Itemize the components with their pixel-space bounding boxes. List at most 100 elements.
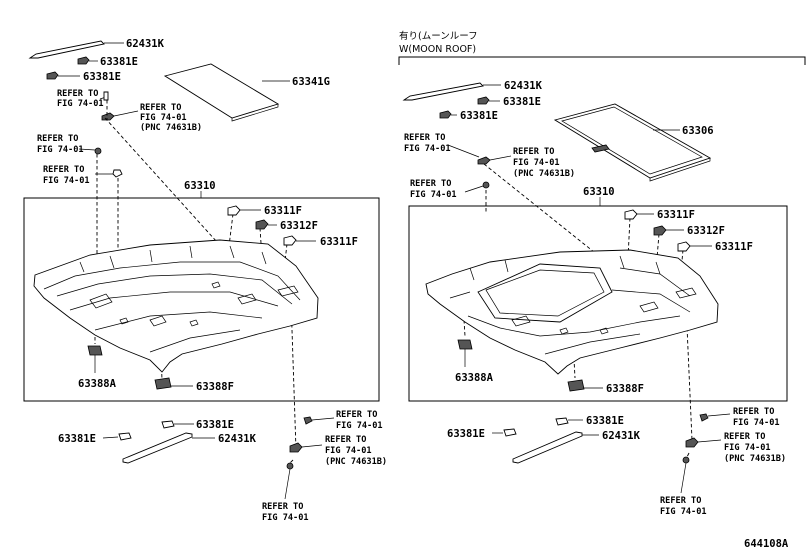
part-label-63306[interactable]: 63306 bbox=[682, 125, 714, 137]
refer-label[interactable]: REFER TO bbox=[262, 502, 303, 512]
part-label-63311f[interactable]: 63311F bbox=[320, 236, 358, 248]
refer-label[interactable]: REFER TO bbox=[43, 165, 84, 175]
roof-molding-bottom-left bbox=[122, 432, 193, 464]
roof-panel bbox=[163, 63, 280, 119]
part-label-63311f[interactable]: 63311F bbox=[264, 205, 302, 217]
part-label-63311f[interactable]: 63311F bbox=[715, 241, 753, 253]
roof-molding-top-left bbox=[28, 40, 105, 59]
clip-icon bbox=[653, 225, 667, 236]
roof-molding-bottom-right bbox=[512, 431, 583, 464]
holder-icon bbox=[457, 339, 473, 350]
screw-icon bbox=[482, 181, 490, 189]
clip-icon bbox=[255, 219, 269, 230]
part-label-63312f[interactable]: 63312F bbox=[687, 225, 725, 237]
part-label-63388a[interactable]: 63388A bbox=[78, 378, 117, 390]
screw-icon bbox=[94, 147, 102, 155]
refer-label[interactable]: REFER TO bbox=[513, 147, 554, 157]
part-label-63381e[interactable]: 63381E bbox=[58, 433, 96, 445]
part-label-63388a[interactable]: 63388A bbox=[455, 372, 494, 384]
bracket-icon bbox=[289, 442, 303, 453]
part-label-63381e[interactable]: 63381E bbox=[586, 415, 624, 427]
refer-label[interactable]: FIG 74-01 bbox=[37, 145, 84, 155]
moon-roof-glass bbox=[553, 103, 712, 182]
refer-label[interactable]: FIG 74-01 bbox=[660, 507, 707, 517]
part-label-62431k[interactable]: 62431K bbox=[218, 433, 257, 445]
refer-label[interactable]: (PNC 74631B) bbox=[140, 123, 202, 133]
part-label-63381e[interactable]: 63381E bbox=[503, 96, 541, 108]
refer-label[interactable]: FIG 74-01 bbox=[404, 144, 451, 154]
clip-icon bbox=[503, 428, 517, 437]
clip-icon bbox=[624, 209, 638, 220]
refer-label[interactable]: FIG 74-01 bbox=[336, 421, 383, 431]
part-label-62431k[interactable]: 62431K bbox=[504, 80, 543, 92]
part-label-63381e[interactable]: 63381E bbox=[196, 419, 234, 431]
refer-label[interactable]: REFER TO bbox=[57, 89, 98, 99]
refer-label[interactable]: REFER TO bbox=[140, 103, 181, 113]
panel-bracket bbox=[398, 56, 806, 65]
refer-label[interactable]: REFER TO bbox=[724, 432, 765, 442]
refer-label[interactable]: REFER TO bbox=[660, 496, 701, 506]
fastener-icon bbox=[103, 91, 109, 101]
fastener-icon bbox=[699, 413, 709, 422]
refer-label[interactable]: FIG 74-01 bbox=[140, 113, 187, 123]
headliner bbox=[33, 239, 319, 373]
refer-label[interactable]: (PNC 74631B) bbox=[724, 454, 786, 464]
fastener-icon bbox=[303, 416, 313, 425]
part-label-63310[interactable]: 63310 bbox=[184, 180, 216, 192]
part-label-63388f[interactable]: 63388F bbox=[606, 383, 644, 395]
refer-label[interactable]: REFER TO bbox=[336, 410, 377, 420]
part-label-63381e[interactable]: 63381E bbox=[460, 110, 498, 122]
panel-header-jp: 有り(ムーンルーフ bbox=[399, 30, 478, 42]
clip-icon bbox=[439, 110, 452, 119]
figure-code: 644108A bbox=[744, 538, 789, 550]
part-label-63381e[interactable]: 63381E bbox=[100, 56, 138, 68]
clip-icon bbox=[477, 96, 490, 105]
clip-icon bbox=[555, 417, 569, 426]
refer-label[interactable]: FIG 74-01 bbox=[43, 176, 90, 186]
part-label-62431k[interactable]: 62431K bbox=[126, 38, 165, 50]
part-label-63310[interactable]: 63310 bbox=[583, 186, 615, 198]
refer-label[interactable]: REFER TO bbox=[410, 179, 451, 189]
part-label-63381e[interactable]: 63381E bbox=[447, 428, 485, 440]
part-label-63381e[interactable]: 63381E bbox=[83, 71, 121, 83]
headliner-frame bbox=[408, 205, 788, 402]
clip-icon bbox=[77, 56, 90, 65]
refer-label[interactable]: (PNC 74631B) bbox=[513, 169, 575, 179]
clip-icon bbox=[677, 241, 691, 252]
panel-header-en: W(MOON ROOF) bbox=[399, 44, 476, 55]
part-label-63312f[interactable]: 63312F bbox=[280, 220, 318, 232]
headliner-frame bbox=[23, 197, 380, 402]
refer-label[interactable]: FIG 74-01 bbox=[262, 513, 309, 523]
refer-label[interactable]: FIG 74-01 bbox=[410, 190, 457, 200]
holder-icon bbox=[154, 377, 172, 390]
bracket-icon bbox=[685, 437, 699, 448]
headliner bbox=[425, 249, 719, 375]
part-label-63311f[interactable]: 63311F bbox=[657, 209, 695, 221]
refer-label[interactable]: FIG 74-01 bbox=[724, 443, 771, 453]
part-label-63388f[interactable]: 63388F bbox=[196, 381, 234, 393]
refer-label[interactable]: FIG 74-01 bbox=[325, 446, 372, 456]
screw-icon bbox=[682, 456, 690, 464]
fastener-icon bbox=[112, 169, 123, 178]
bracket-icon bbox=[101, 112, 115, 121]
clip-icon bbox=[227, 205, 241, 216]
refer-label[interactable]: REFER TO bbox=[733, 407, 774, 417]
refer-label[interactable]: FIG 74-01 bbox=[733, 418, 780, 428]
refer-label[interactable]: REFER TO bbox=[37, 134, 78, 144]
left-panel: 62431K 63381E 63381E 63341G REFER TO FIG… bbox=[23, 38, 387, 523]
clip-icon bbox=[118, 432, 132, 441]
refer-label[interactable]: (PNC 74631B) bbox=[325, 457, 387, 467]
clip-icon bbox=[46, 71, 59, 80]
screw-icon bbox=[286, 462, 294, 470]
part-label-62431k[interactable]: 62431K bbox=[602, 430, 641, 442]
holder-icon bbox=[567, 379, 585, 392]
part-label-63341g[interactable]: 63341G bbox=[292, 76, 330, 88]
clip-icon bbox=[161, 420, 175, 429]
roof-molding-top-right bbox=[402, 82, 484, 101]
refer-label[interactable]: REFER TO bbox=[325, 435, 366, 445]
refer-label[interactable]: REFER TO bbox=[404, 133, 445, 143]
refer-label[interactable]: FIG 74-01 bbox=[513, 158, 560, 168]
bracket-icon bbox=[477, 156, 491, 165]
refer-label[interactable]: FIG 74-01 bbox=[57, 99, 104, 109]
